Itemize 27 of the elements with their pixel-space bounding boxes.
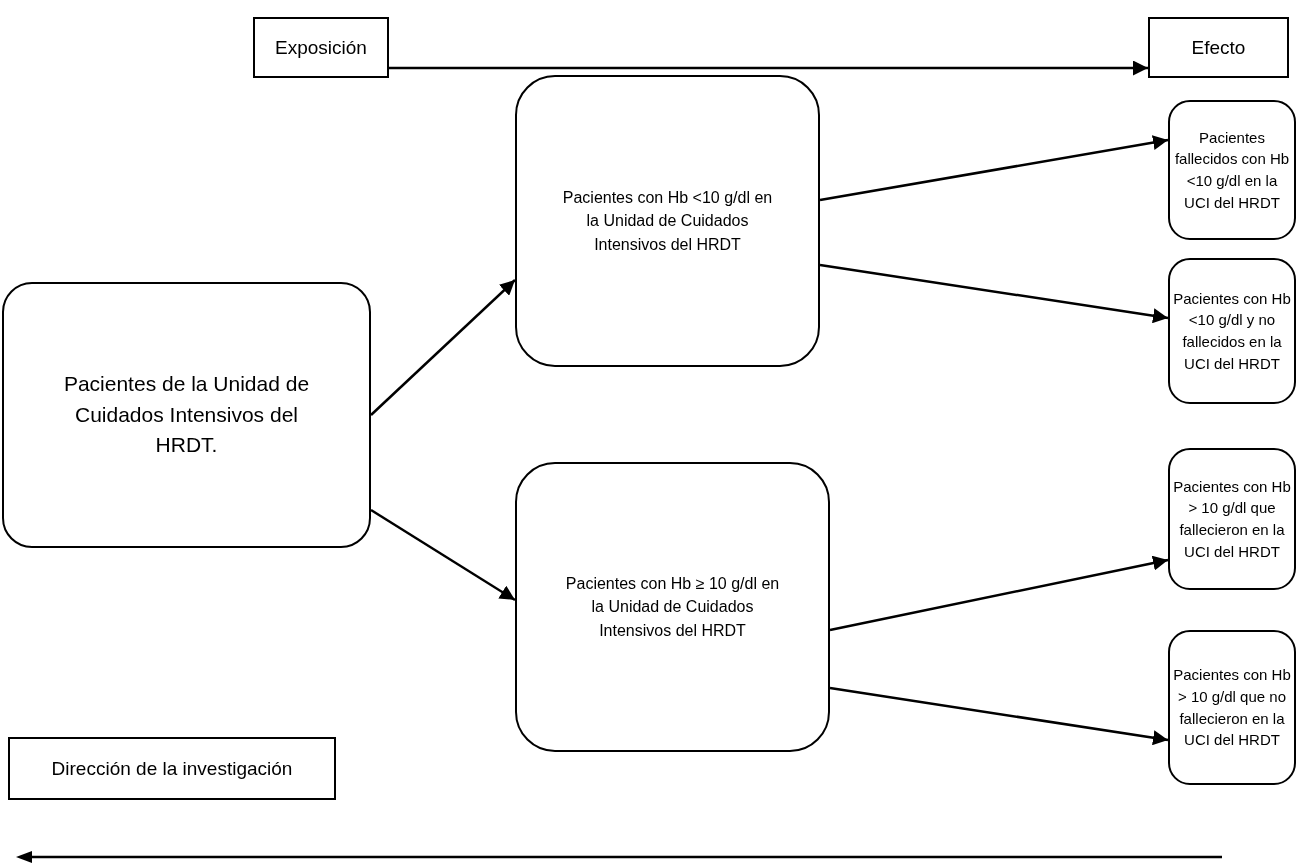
process-box [253,17,389,78]
rounded-box [1168,448,1296,590]
process-box [1148,17,1289,78]
node-label: Pacientes con Hb > 10 g/dl que no fallecieron en la UCI del HRDT [1172,665,1292,751]
node-label: Efecto [1191,35,1246,60]
arrow [389,60,1148,76]
rounded-box [1168,100,1296,240]
arrow [829,686,1169,746]
arrow [819,263,1169,324]
arrow [829,555,1169,632]
rounded-box [515,75,820,367]
node-label: Pacientes con Hb <10 g/dl y no fallecidos en la UCI del HRDT [1172,288,1292,374]
node-label: Dirección de la investigación [51,756,293,781]
node-label: Pacientes con Hb ≥ 10 g/dl en la Unidad de Cuidados Intensivos del HRDT [564,574,781,641]
rounded-box [2,282,371,548]
arrow [370,508,516,602]
rounded-box [515,462,830,752]
node-label: Pacientes de la Unidad de Cuidados Intensivos del HRDT. [62,371,311,459]
node-label: Exposición [275,35,367,60]
node-label: Pacientes con Hb > 10 g/dl que fallecieron en la UCI del HRDT [1172,476,1292,562]
arrow [370,279,516,416]
arrow [819,135,1169,202]
rounded-box [1168,630,1296,785]
rounded-box [1168,258,1296,404]
node-label: Pacientes fallecidos con Hb <10 g/dl en la UCI del HRDT [1173,127,1291,213]
node-label: Pacientes con Hb <10 g/dl en la Unidad de Cuidados Intensivos del HRDT [561,188,774,255]
process-box [8,737,336,800]
